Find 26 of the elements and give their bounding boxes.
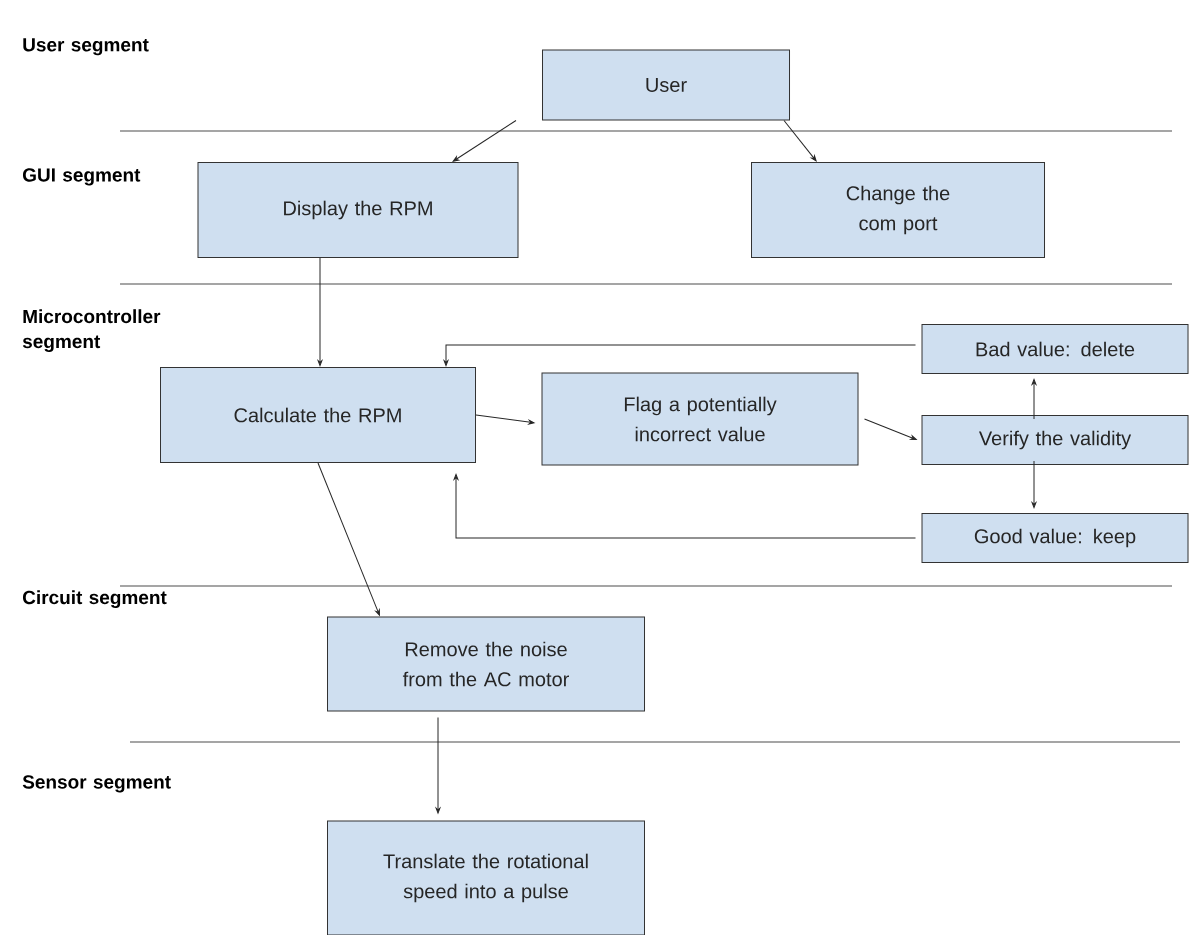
arrow	[317, 257, 323, 367]
arrow	[864, 418, 917, 440]
process-box: User	[542, 49, 790, 121]
arrow	[1031, 460, 1037, 509]
arrow	[443, 344, 916, 367]
process-box: Bad value: delete	[921, 324, 1189, 374]
process-box: Calculate the RPM	[160, 367, 476, 463]
process-box: Flag a potentially incorrect value	[541, 372, 859, 466]
process-box: Translate the rotational speed into a pulse	[327, 820, 645, 935]
segment-label: GUI segment	[23, 168, 141, 186]
arrow	[453, 473, 916, 539]
arrow	[317, 462, 380, 616]
arrow	[475, 414, 535, 425]
process-box: Display the RPM	[197, 162, 519, 258]
segment-label: Circuit segment	[23, 590, 167, 608]
arrow	[1031, 378, 1037, 420]
process-box: Good value: keep	[921, 513, 1189, 563]
segment-label: User segment	[23, 38, 149, 56]
process-box: Remove the noise from the AC motor	[327, 616, 645, 712]
process-box: Change the com port	[751, 162, 1045, 258]
arrow	[452, 120, 517, 162]
segment-label: Microcontroller segment	[22, 309, 161, 352]
process-box: Verify the validity	[921, 415, 1189, 465]
arrow	[435, 717, 441, 814]
segment-label: Sensor segment	[22, 775, 171, 793]
arrow	[783, 120, 817, 162]
